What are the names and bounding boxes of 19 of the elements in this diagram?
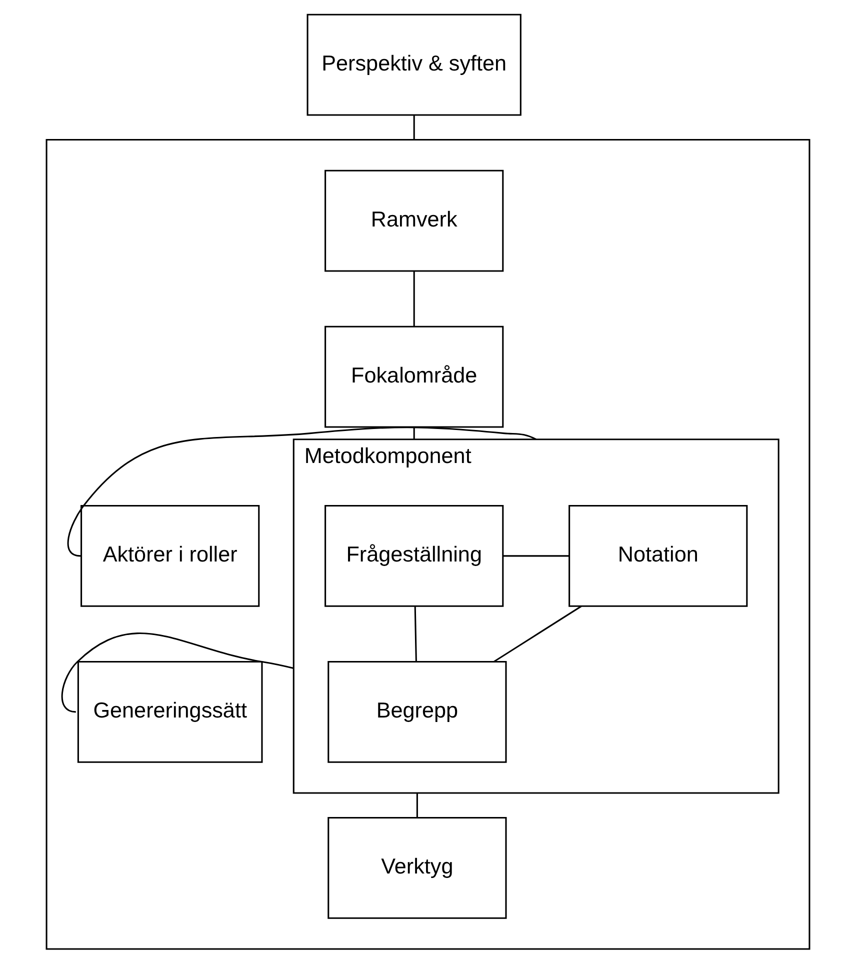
node-box: Perspektiv & syften	[306, 14, 521, 116]
node-box: Ramverk	[324, 170, 504, 272]
connector	[412, 427, 414, 440]
node-box: Fokalområde	[324, 326, 504, 428]
cluster	[45, 138, 810, 950]
connector	[493, 606, 582, 662]
node-box: Frågeställning	[324, 504, 504, 607]
connector	[416, 793, 418, 818]
connector	[414, 606, 416, 662]
node-box: Verktyg	[327, 816, 506, 919]
node-box: Aktörer i roller	[80, 504, 260, 607]
node-box: Genereringssätt	[76, 660, 262, 763]
connector	[502, 555, 569, 557]
connector	[66, 426, 536, 557]
connector	[412, 115, 414, 140]
node-box: Begrepp	[327, 660, 506, 763]
connector	[60, 632, 294, 713]
node-box: Notation	[568, 504, 748, 607]
connector	[412, 271, 414, 326]
